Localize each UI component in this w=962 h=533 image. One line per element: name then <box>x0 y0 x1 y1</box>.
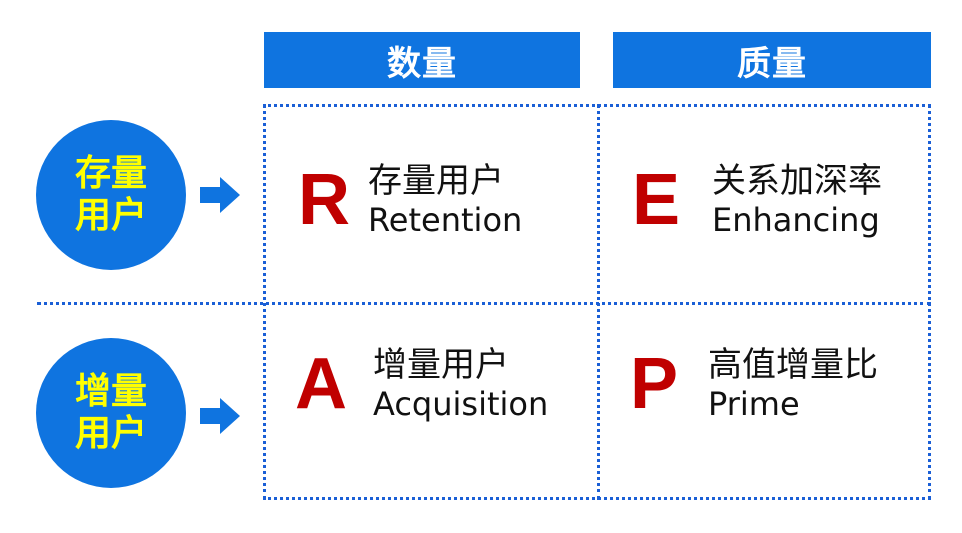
cell-prime-letter: P <box>630 344 679 424</box>
arrow-right-icon <box>200 398 240 434</box>
row-label-existing-users: 存量用户 <box>36 120 186 270</box>
arrow-right-icon <box>200 177 240 213</box>
cell-enhancing-en: Enhancing <box>712 201 880 239</box>
cell-enhancing-letter: E <box>632 160 681 240</box>
cell-retention: R 存量用户 Retention <box>298 160 522 240</box>
cell-prime-zh: 高值增量比 <box>708 345 878 385</box>
cell-retention-letter: R <box>298 160 350 240</box>
matrix-row-divider <box>37 302 931 305</box>
cell-acquisition: A 增量用户 Acquisition <box>295 344 548 424</box>
row-label-new-users: 增量用户 <box>36 338 186 488</box>
cell-acquisition-zh: 增量用户 <box>373 345 509 385</box>
cell-acquisition-letter: A <box>295 344 347 424</box>
header-quantity: 数量 <box>264 32 580 88</box>
cell-prime: P 高值增量比 Prime <box>630 344 878 424</box>
cell-prime-en: Prime <box>708 385 800 423</box>
header-quality: 质量 <box>613 32 931 88</box>
row-label-existing-users-text: 存量用户 <box>74 153 147 236</box>
cell-retention-zh: 存量用户 <box>368 161 504 201</box>
cell-enhancing-zh: 关系加深率 <box>712 161 882 201</box>
row-label-new-users-text: 增量用户 <box>74 371 147 454</box>
cell-enhancing: E 关系加深率 Enhancing <box>632 160 882 240</box>
cell-acquisition-en: Acquisition <box>373 385 549 423</box>
cell-retention-en: Retention <box>368 201 523 239</box>
